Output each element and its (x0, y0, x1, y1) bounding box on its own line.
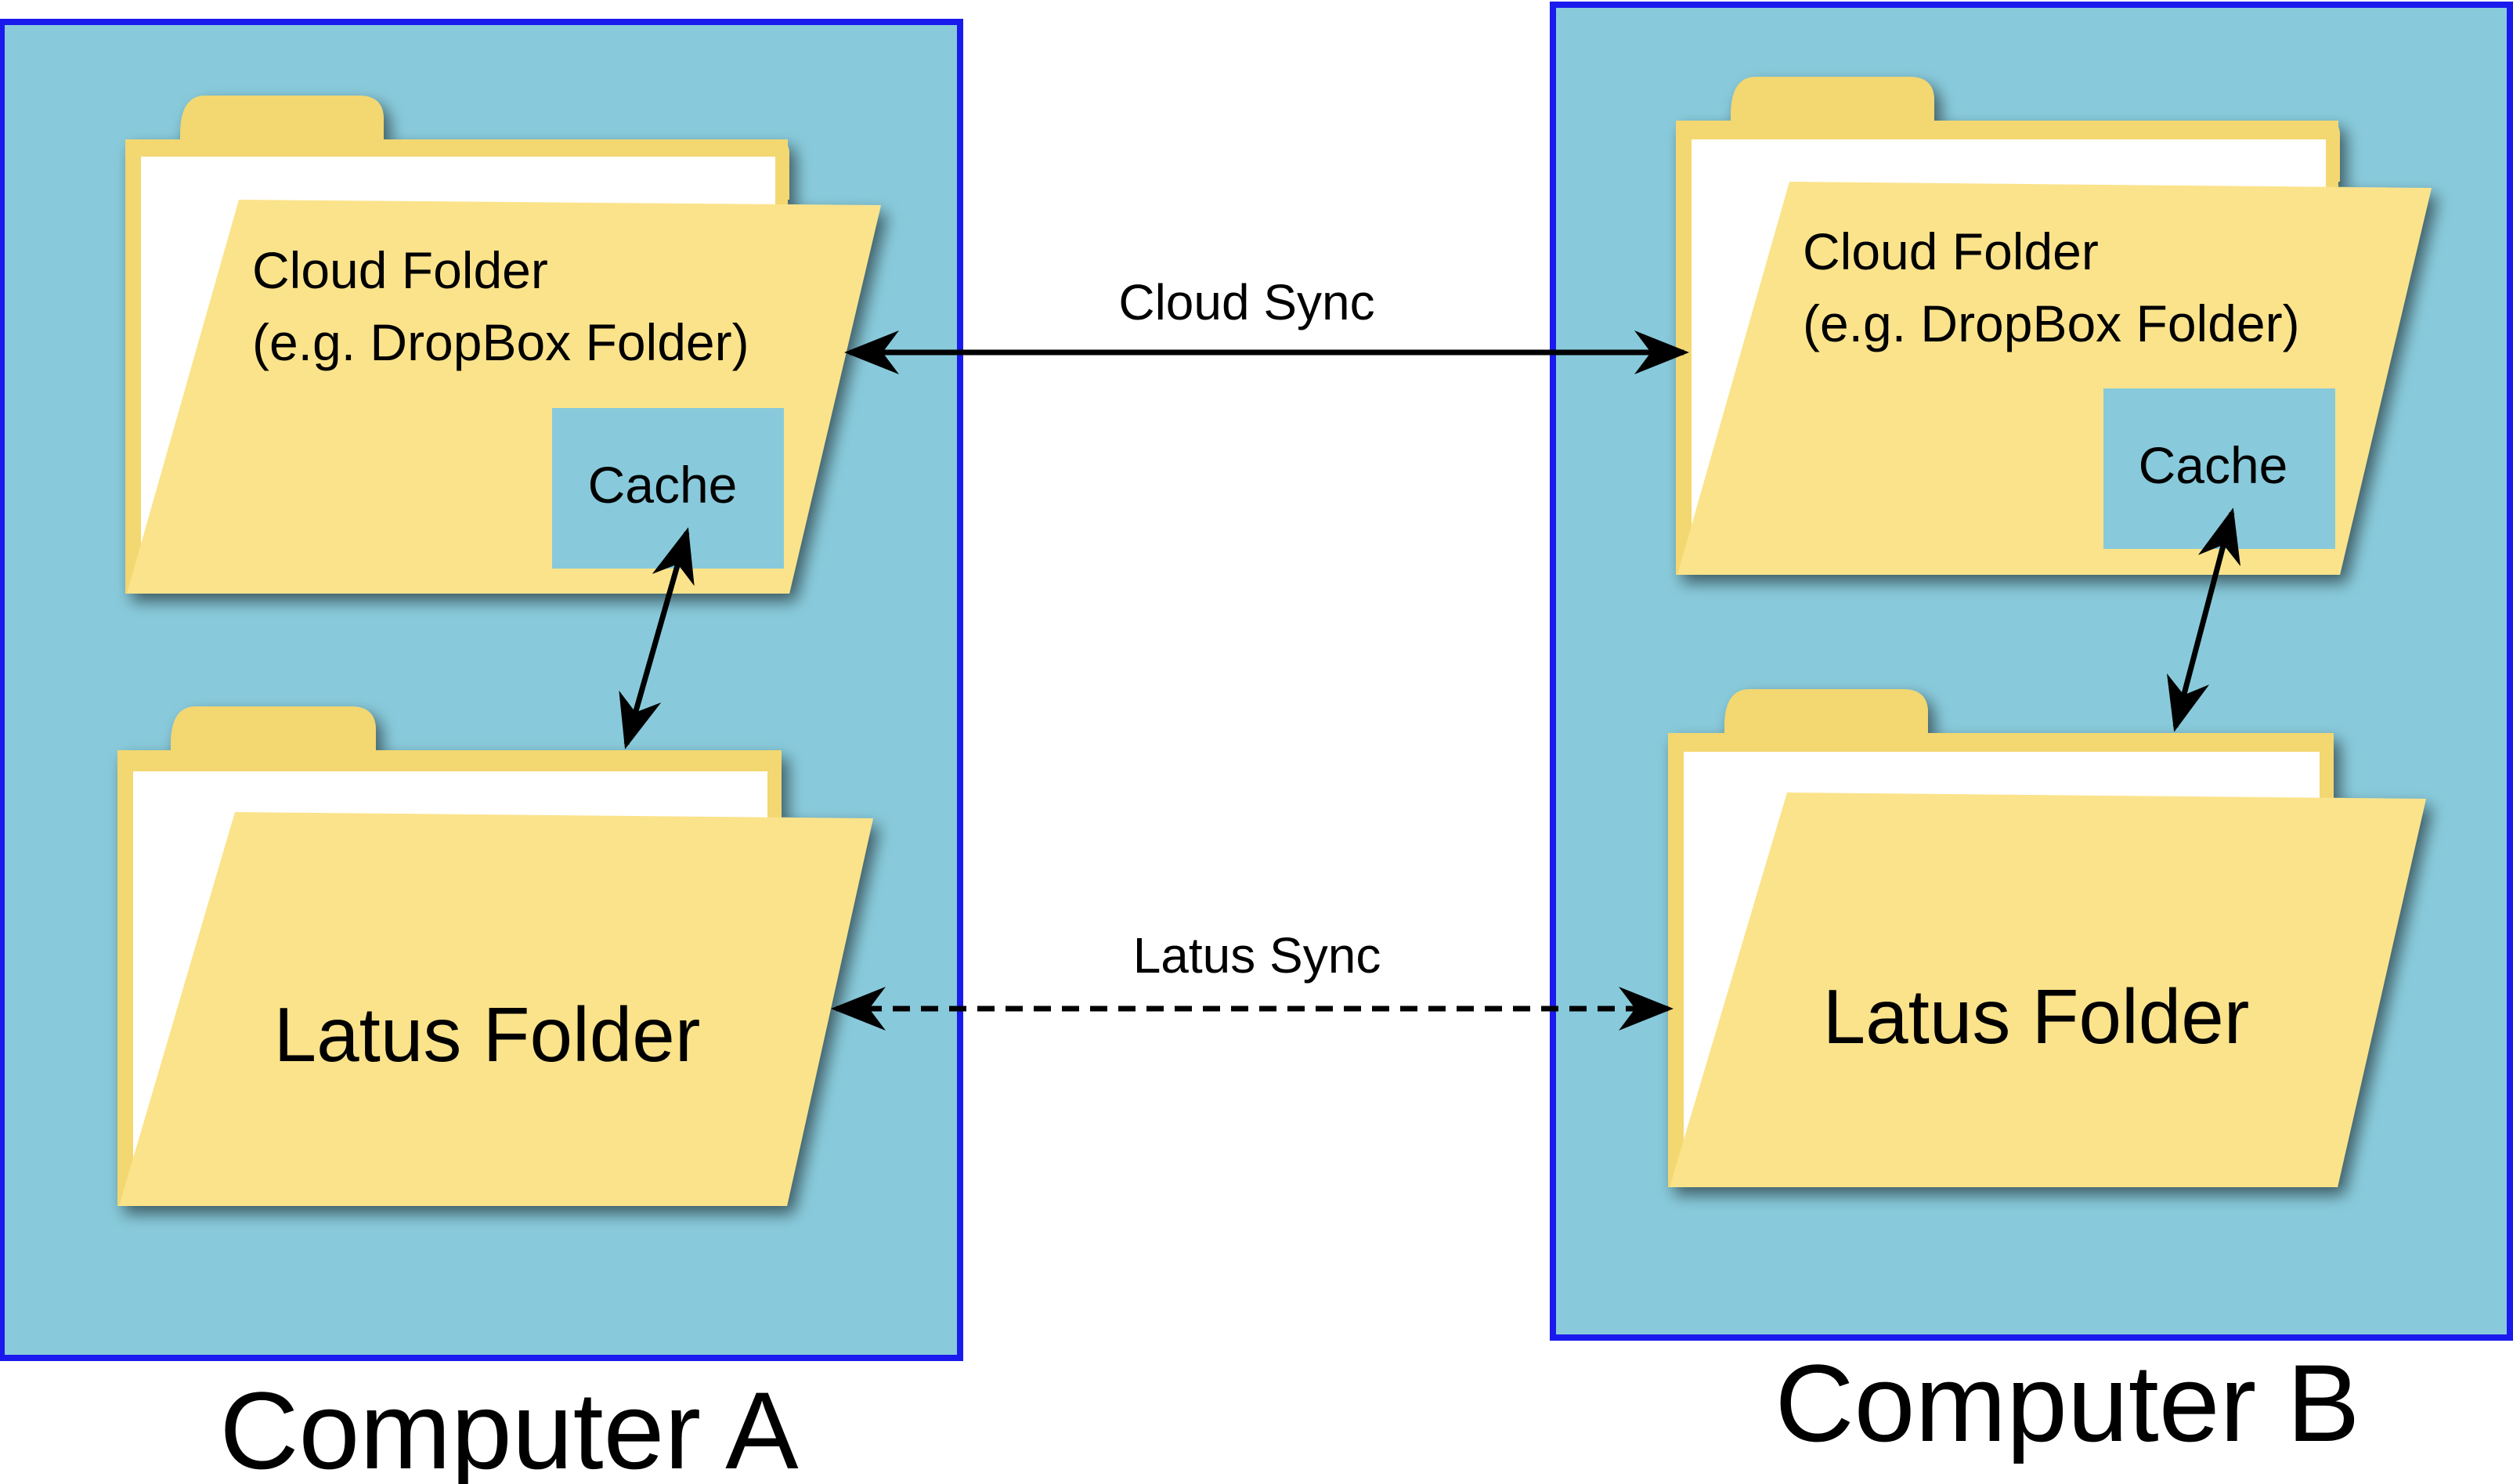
cloud-folder-b-subtitle: (e.g. DropBox Folder) (1803, 294, 2300, 352)
computer-a: Cloud Folder (e.g. DropBox Folder) Cache… (0, 19, 963, 1484)
latus-sync-label: Latus Sync (1133, 927, 1381, 984)
computer-a-label: Computer A (219, 1369, 799, 1484)
cache-link-b (2166, 507, 2241, 732)
cache-link-b-arrow (2166, 507, 2241, 732)
cloud-sync-connection: Cloud Sync (844, 274, 1689, 374)
cloud-folder-a-subtitle: (e.g. DropBox Folder) (252, 313, 749, 371)
cache-link-a-arrow (619, 527, 695, 749)
computer-b: Cloud Folder (e.g. DropBox Folder) Cache… (1550, 2, 2513, 1464)
cloud-sync-label: Cloud Sync (1118, 274, 1374, 330)
latus-folder-a-label: Latus Folder (274, 991, 701, 1078)
latus-folder-b-label: Latus Folder (1823, 973, 2250, 1060)
cache-a-label: Cache (588, 456, 738, 514)
latus-sync-connection: Latus Sync (831, 927, 1674, 1031)
cloud-folder-b-title: Cloud Folder (1803, 222, 2099, 280)
cache-b-label: Cache (2139, 436, 2288, 494)
cloud-folder-a-title: Cloud Folder (252, 241, 548, 299)
latus-folder-a-icon (117, 706, 873, 1206)
cache-link-a (619, 527, 695, 749)
latus-folder-b-icon (1668, 689, 2426, 1187)
computer-b-label: Computer B (1775, 1341, 2360, 1464)
